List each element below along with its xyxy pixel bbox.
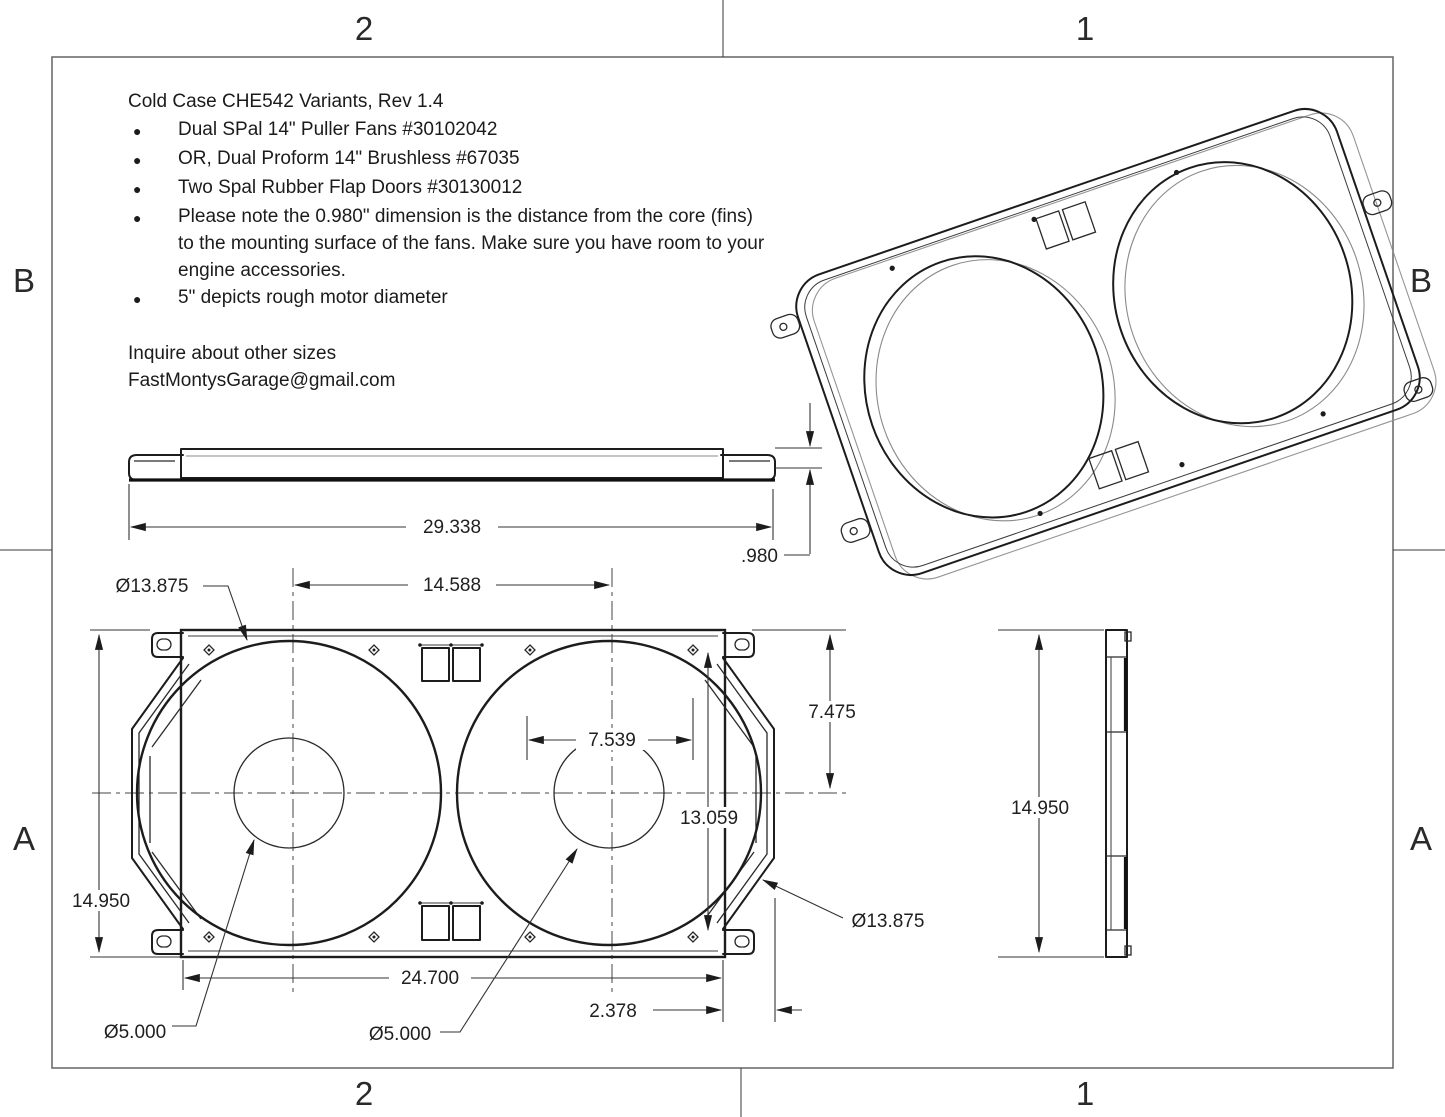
bullet-icon: ● [133, 181, 142, 197]
note-item: ● Dual SPal 14" Puller Fans #30102042 [128, 116, 768, 145]
bullet-icon: ● [133, 291, 142, 307]
shroud-chamfer-left [131, 657, 202, 930]
zone-label-bottom-left: 2 [355, 1075, 373, 1112]
dim-mount-height-label: 13.059 [680, 808, 738, 829]
note-text: OR, Dual Proform 14" Brushless #67035 [178, 148, 520, 169]
notes-title: Cold Case CHE542 Variants, Rev 1.4 [128, 91, 444, 112]
note-text: Two Spal Rubber Flap Doors #30130012 [178, 177, 523, 198]
notes-footer-line1: Inquire about other sizes [128, 343, 337, 364]
dim-fan-dia-front-label: Ø13.875 [116, 576, 189, 597]
iso-fan-opening-right [1112, 161, 1354, 425]
flap-doors-bottom [418, 901, 484, 941]
zone-label-left-bottom: A [13, 820, 35, 857]
fan-opening-right [455, 639, 763, 947]
iso-flap-doors-bottom [1088, 440, 1150, 490]
note-item: ● Two Spal Rubber Flap Doors #30130012 [128, 174, 768, 203]
dim-fan-opening-dia-front: Ø13.875 [116, 576, 248, 642]
notes-footer-email: FastMontysGarage@gmail.com [128, 370, 396, 391]
zone-label-right-bottom: A [1410, 820, 1432, 857]
zone-label-left-top: B [13, 262, 35, 299]
notes-block: Cold Case CHE542 Variants, Rev 1.4 ● Dua… [128, 88, 768, 394]
iso-mounting-tabs [770, 190, 1434, 543]
front-view [92, 568, 846, 995]
mounting-plate [179, 628, 727, 959]
note-item: ● 5" depicts rough motor diameter [128, 284, 768, 313]
dim-overall-width-label: 29.338 [423, 517, 481, 538]
note-item: ● Please note the 0.980" dimension is th… [128, 203, 768, 284]
dim-fan-mount-spacing: 7.539 [526, 698, 694, 760]
dim-motor-dia-left: Ø5.000 [104, 838, 255, 1043]
flap-doors-top [418, 643, 484, 682]
dim-overall-height-side-label: 14.950 [1011, 798, 1069, 819]
isometric-view [770, 108, 1437, 580]
zone-label-right-top: B [1410, 262, 1432, 299]
fan-opening-left [135, 639, 443, 947]
dim-motor-dia-right: Ø5.000 [369, 848, 578, 1045]
zone-label-top-right: 1 [1076, 10, 1094, 47]
dim-side-offset: 2.378 [589, 898, 802, 1022]
side-view [1105, 629, 1132, 958]
dim-overall-width: 29.338 [128, 484, 774, 540]
note-text: 5" depicts rough motor diameter [178, 287, 448, 308]
iso-rivet-holes [889, 169, 1326, 517]
zone-labels: 2 1 2 1 B A B A [13, 10, 1432, 1112]
dim-overall-height-front-label: 14.950 [72, 891, 130, 912]
motor-circle-left [233, 737, 345, 849]
dim-mount-height: 13.059 [671, 651, 747, 932]
zone-label-bottom-right: 1 [1076, 1075, 1094, 1112]
dim-fan-center-spacing: 14.588 [293, 574, 611, 596]
dim-half-height-label: 7.475 [808, 702, 856, 723]
dim-half-height: 7.475 [752, 629, 866, 790]
dim-depth-label: .980 [741, 546, 778, 567]
dim-fan-dia-side-label: Ø13.875 [852, 911, 925, 932]
note-item: ● OR, Dual Proform 14" Brushless #67035 [128, 145, 768, 174]
dim-fan-spacing-label: 14.588 [423, 575, 481, 596]
zone-label-top-left: 2 [355, 10, 373, 47]
bullet-icon: ● [133, 123, 142, 139]
dim-motor-dia-right-label: Ø5.000 [369, 1024, 431, 1045]
shroud-chamfer-right [704, 657, 775, 930]
dim-overall-height-side: 14.950 [998, 629, 1104, 958]
dim-side-offset-label: 2.378 [589, 1001, 637, 1022]
dim-mount-width-label: 24.700 [401, 968, 459, 989]
note-text: Please note the 0.980" dimension is the … [178, 206, 765, 281]
dim-depth: .980 [741, 403, 822, 567]
rivet-holes [203, 644, 699, 943]
notes-list: ● Dual SPal 14" Puller Fans #30102042 ● … [128, 116, 768, 313]
side-profile-view [128, 448, 776, 482]
dim-motor-dia-left-label: Ø5.000 [104, 1022, 166, 1043]
dim-overall-height-front: 14.950 [62, 629, 181, 958]
mounting-tabs [151, 632, 755, 955]
bullet-icon: ● [133, 210, 142, 226]
note-text: Dual SPal 14" Puller Fans #30102042 [178, 119, 498, 140]
dim-fan-opening-dia-side: Ø13.875 [762, 879, 925, 932]
iso-fan-opening-shadow-right [1124, 164, 1365, 428]
dim-fan-mount-spacing-label: 7.539 [588, 730, 636, 751]
iso-fan-opening-left [863, 255, 1105, 519]
iso-flap-doors-top [1035, 200, 1097, 250]
bullet-icon: ● [133, 152, 142, 168]
dim-mount-width: 24.700 [182, 960, 724, 1022]
